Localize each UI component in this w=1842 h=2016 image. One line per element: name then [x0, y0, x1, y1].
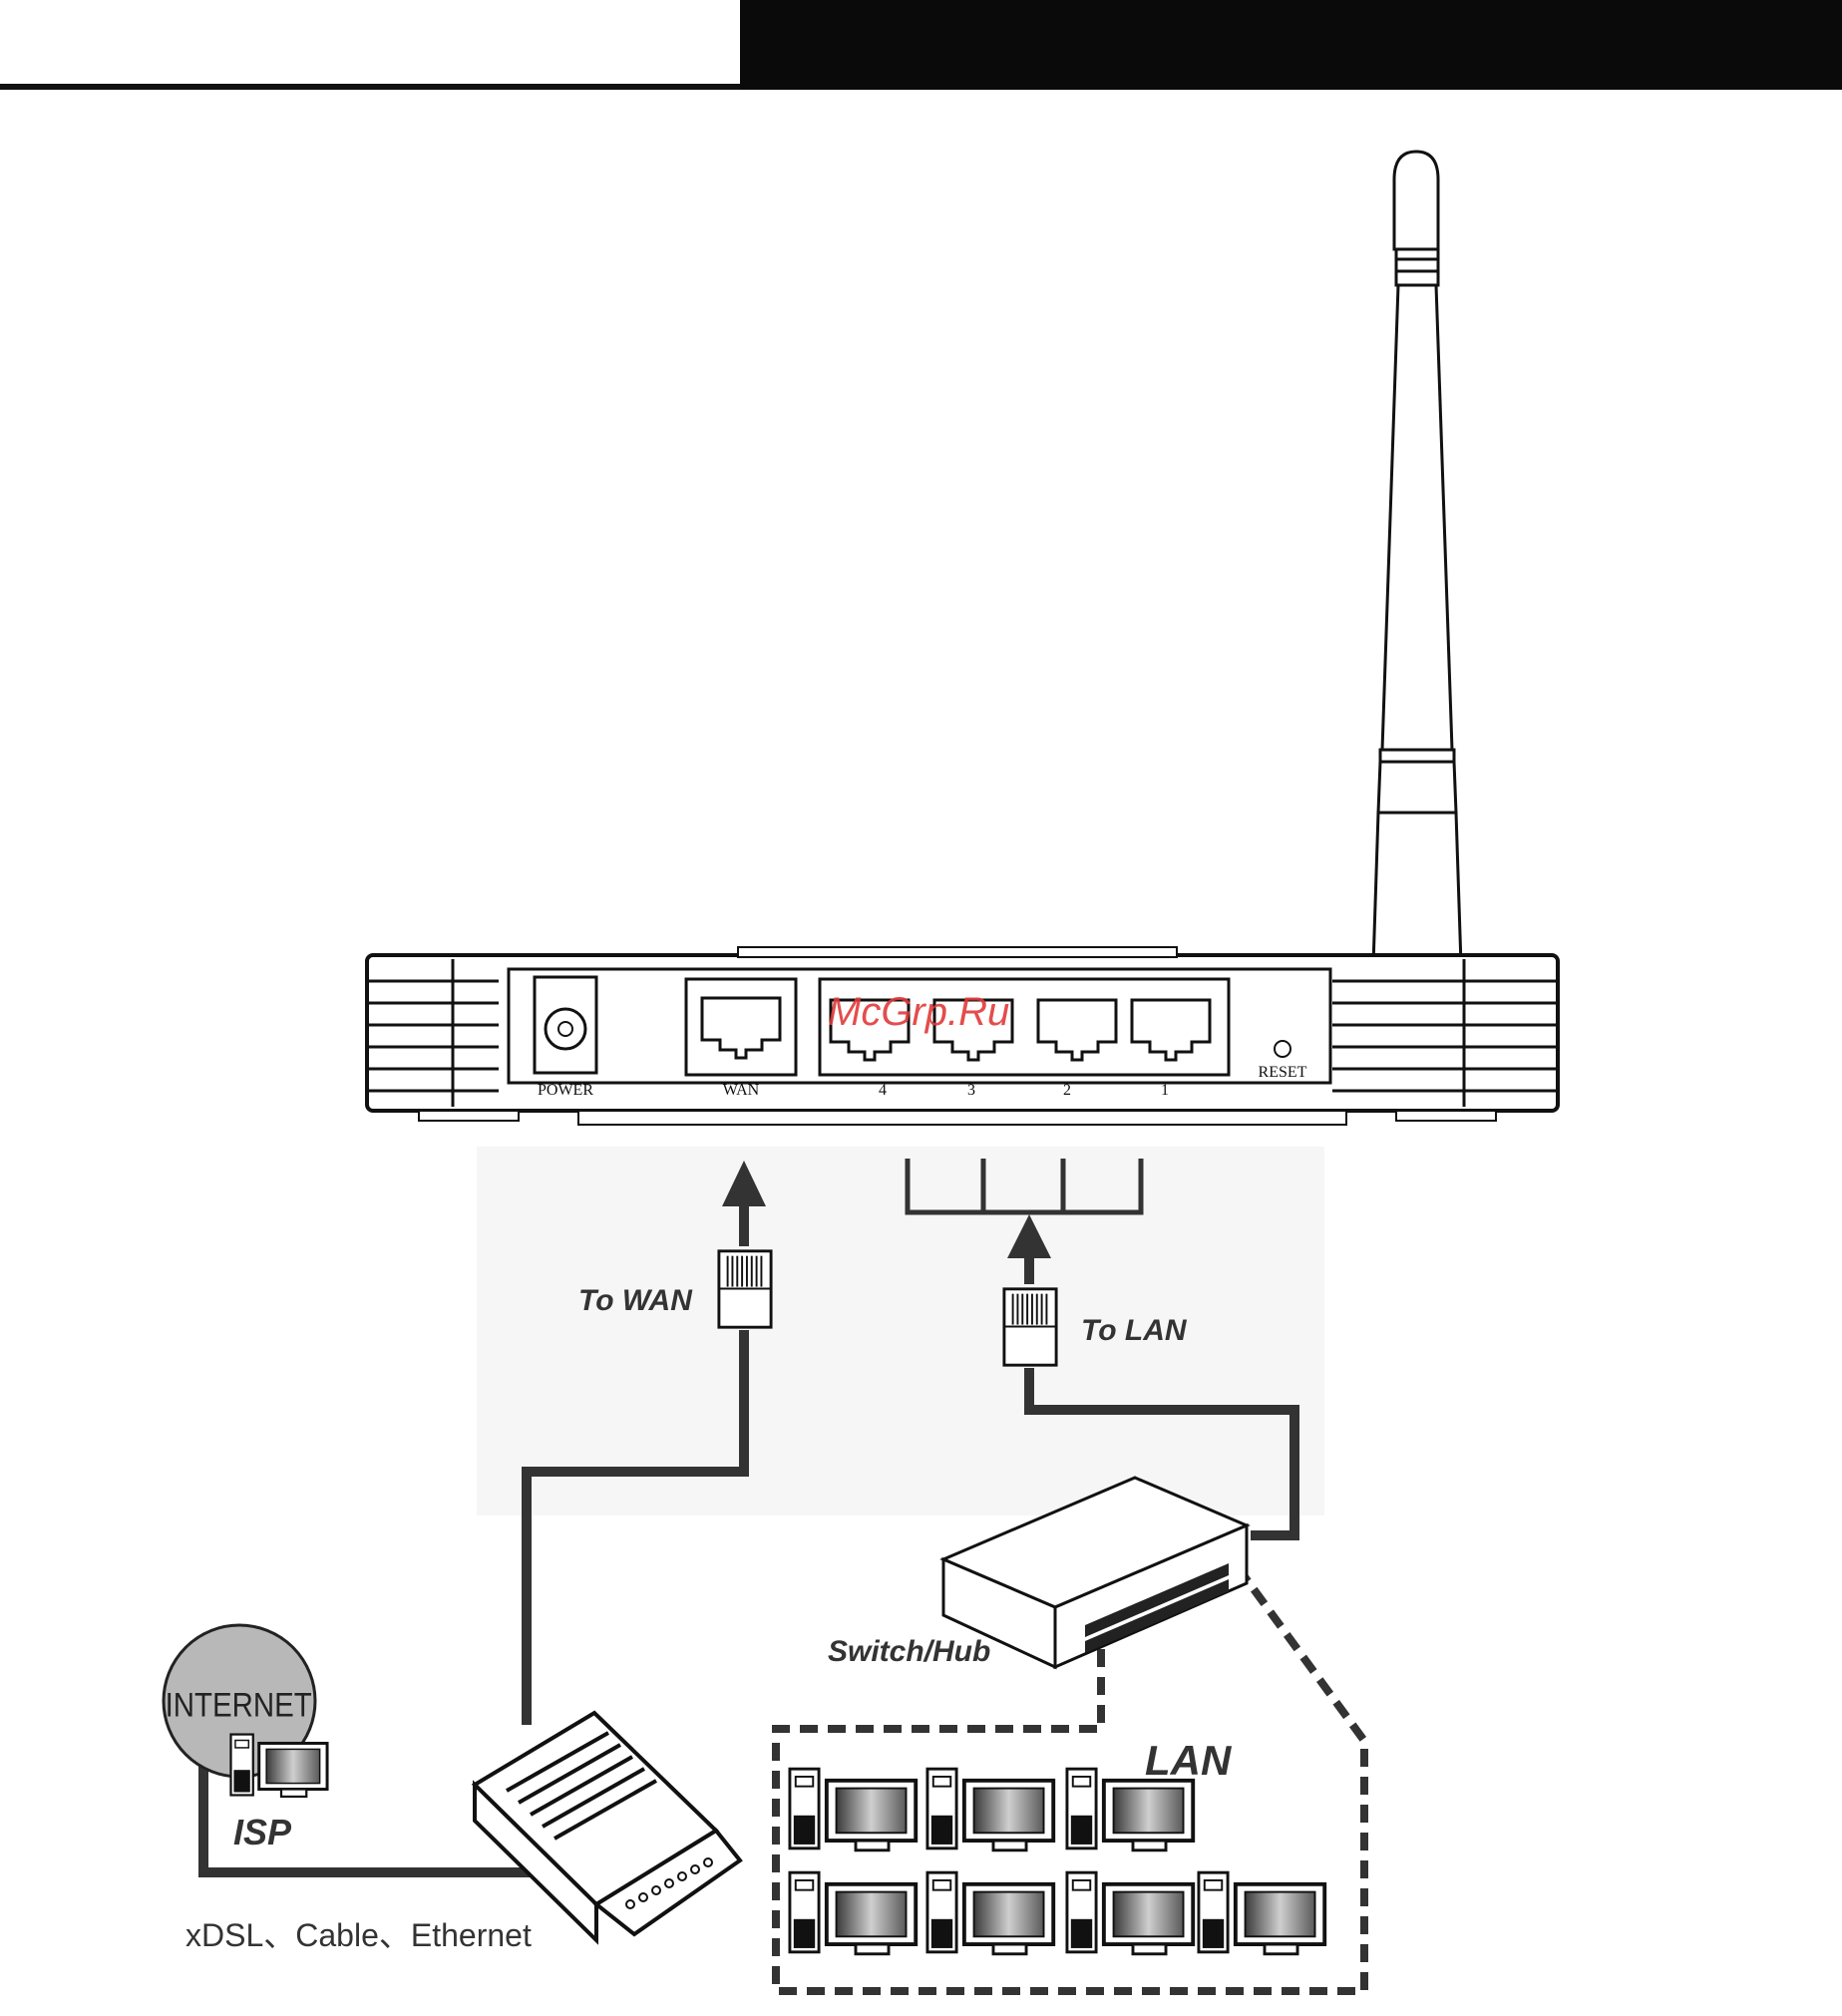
reset-label: RESET [1259, 1064, 1307, 1081]
header-rule-left [0, 84, 740, 90]
lan4-label: 4 [879, 1082, 887, 1099]
lan3-label: 3 [967, 1082, 975, 1099]
lan-computer [927, 1769, 1053, 1850]
lan2-label: 2 [1063, 1082, 1071, 1099]
lan-computer [927, 1872, 1053, 1954]
lan-computer [1199, 1872, 1324, 1954]
internet-label: INTERNET [166, 1685, 312, 1724]
lan1-label: 1 [1161, 1082, 1169, 1099]
wan-label: WAN [723, 1082, 760, 1099]
lan-computer [1067, 1872, 1193, 1954]
lan-computers [790, 1769, 1324, 1954]
to-wan-label: To WAN [578, 1284, 693, 1317]
switch-hub-label: Switch/Hub [828, 1635, 990, 1668]
lan-computer [790, 1769, 916, 1850]
modem [475, 1713, 740, 1940]
modem-types-label: xDSL、Cable、Ethernet [185, 1917, 532, 1953]
isp-label: ISP [233, 1812, 292, 1852]
to-lan-label: To LAN [1081, 1314, 1188, 1347]
watermark: McGrp.Ru [828, 990, 1009, 1034]
lan-computer [790, 1872, 916, 1954]
reset-button [1275, 1041, 1290, 1057]
lan-label: LAN [1145, 1737, 1233, 1784]
antenna [1370, 152, 1464, 1079]
isp-computer [230, 1735, 327, 1797]
power-label: POWER [538, 1082, 593, 1099]
cable-area-shade [477, 1147, 1324, 1515]
header-bar-right [740, 0, 1842, 90]
